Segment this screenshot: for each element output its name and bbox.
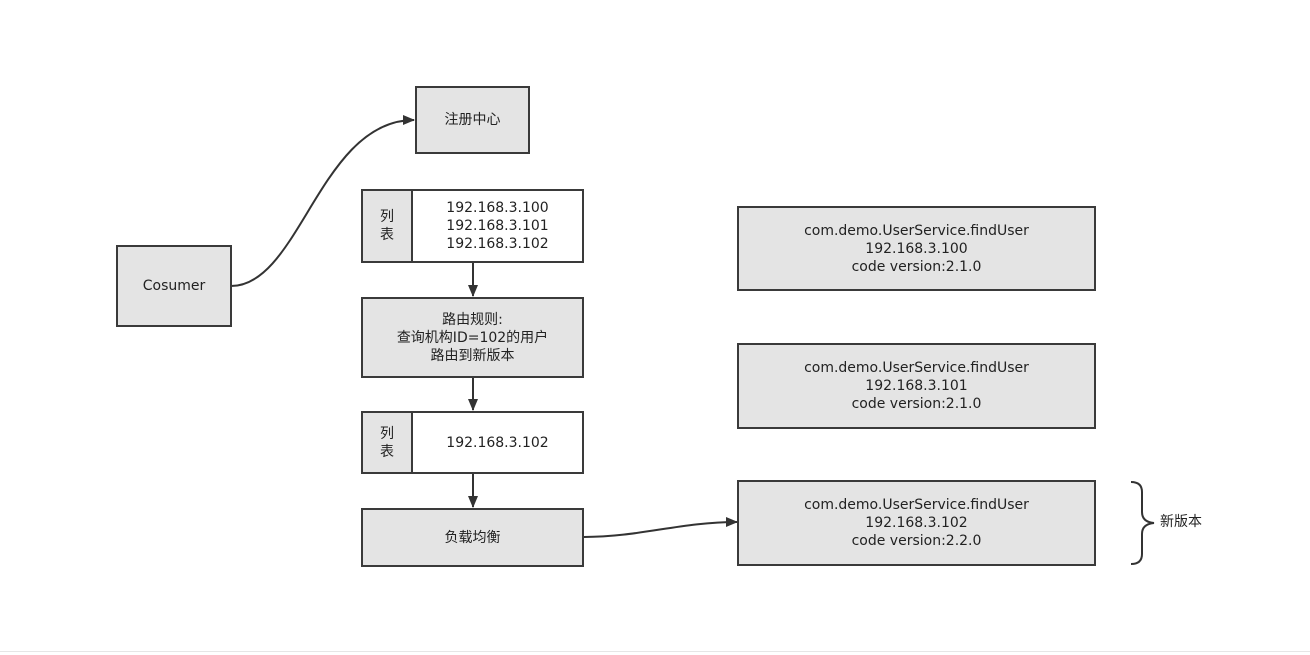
list-tag: 列 表 bbox=[363, 413, 413, 472]
filtered-ip-list: 192.168.3.102 bbox=[413, 413, 582, 472]
service-node: com.demo.UserService.findUser 192.168.3.… bbox=[737, 206, 1096, 291]
service-ip: 192.168.3.101 bbox=[865, 378, 968, 394]
load-balance-node: 负载均衡 bbox=[361, 508, 584, 567]
server-ip-list: 192.168.3.100 192.168.3.101 192.168.3.10… bbox=[413, 191, 582, 261]
consumer-node: Cosumer bbox=[116, 245, 232, 327]
server-ip: 192.168.3.102 bbox=[446, 236, 549, 252]
filtered-list-node: 列 表 192.168.3.102 bbox=[361, 411, 584, 474]
new-version-brace bbox=[1130, 481, 1155, 565]
list-tag-label: 列 表 bbox=[380, 425, 394, 460]
service-method: com.demo.UserService.findUser bbox=[804, 360, 1029, 376]
service-ip: 192.168.3.100 bbox=[865, 240, 968, 257]
edge-lb-to-service3 bbox=[583, 517, 738, 538]
service-ip: 192.168.3.102 bbox=[865, 515, 968, 531]
routing-rule-condition: 查询机构ID=102的用户 bbox=[396, 329, 549, 346]
bottom-divider bbox=[0, 651, 1310, 652]
service-method: com.demo.UserService.findUser bbox=[804, 497, 1029, 513]
server-ip: 192.168.3.101 bbox=[446, 218, 549, 234]
server-list-node: 列 表 192.168.3.100 192.168.3.101 192.168.… bbox=[361, 189, 584, 263]
service-version: code version:2.1.0 bbox=[851, 258, 982, 275]
registry-node: 注册中心 bbox=[415, 86, 530, 154]
service-version: code version:2.2.0 bbox=[851, 533, 982, 549]
routing-rule-action: 路由到新版本 bbox=[430, 347, 515, 364]
service-node-new-version: com.demo.UserService.findUser 192.168.3.… bbox=[737, 480, 1096, 566]
service-method: com.demo.UserService.findUser bbox=[804, 222, 1029, 239]
service-node: com.demo.UserService.findUser 192.168.3.… bbox=[737, 343, 1096, 429]
routing-rule-title: 路由规则: bbox=[442, 311, 503, 328]
registry-label: 注册中心 bbox=[444, 112, 501, 128]
load-balance-label: 负载均衡 bbox=[444, 529, 501, 546]
routing-rule-node: 路由规则: 查询机构ID=102的用户 路由到新版本 bbox=[361, 297, 584, 378]
server-ip: 192.168.3.100 bbox=[446, 200, 549, 216]
list-tag-label: 列 表 bbox=[380, 209, 394, 243]
server-ip: 192.168.3.102 bbox=[446, 434, 549, 451]
list-tag: 列 表 bbox=[363, 191, 413, 261]
new-version-label: 新版本 bbox=[1160, 514, 1202, 530]
edge-consumer-to-registry bbox=[230, 115, 415, 287]
service-version: code version:2.1.0 bbox=[851, 396, 982, 412]
consumer-label: Cosumer bbox=[142, 278, 206, 294]
